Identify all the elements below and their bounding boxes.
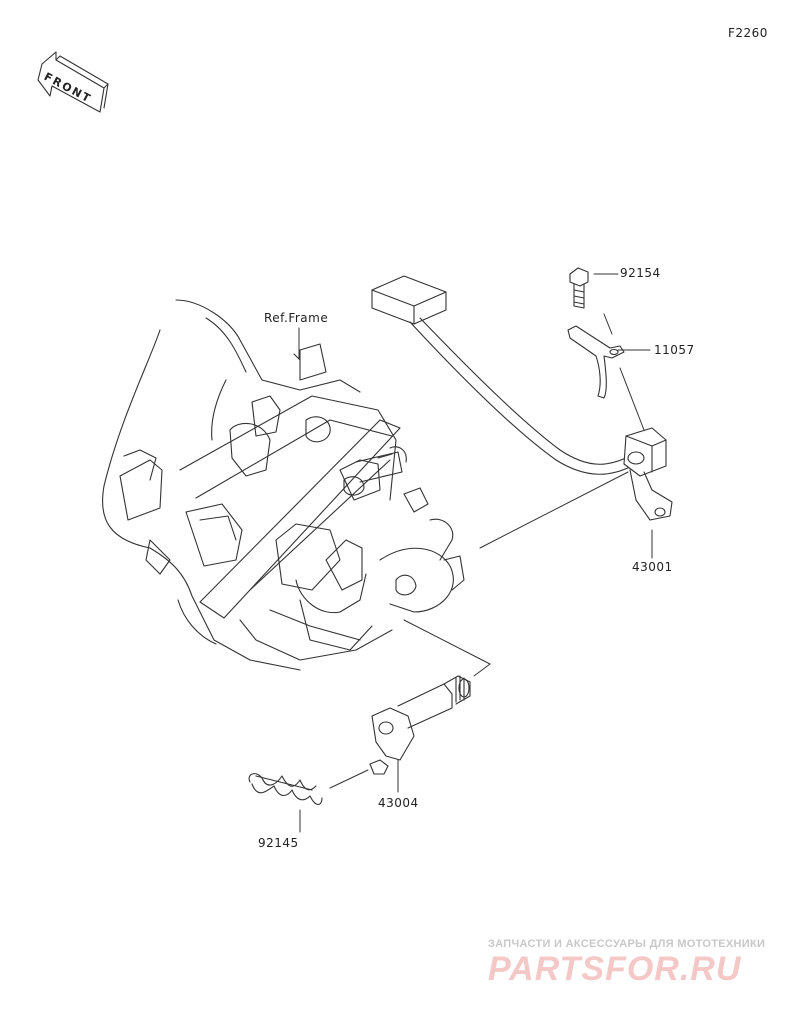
shaft-drawing [369, 675, 471, 775]
part-43004-label: 43004 [378, 796, 419, 810]
brake-pedal-drawing [371, 275, 673, 521]
bracket-drawing [567, 325, 625, 399]
part-92154-label: 92154 [620, 266, 661, 280]
bolt-drawing [569, 267, 589, 309]
watermark-tagline: ЗАПЧАСТИ И АКСЕССУАРЫ ДЛЯ МОТОТЕХНИКИ [488, 938, 766, 950]
part-92145-label: 92145 [258, 836, 299, 850]
spring-drawing [248, 773, 323, 806]
part-43001-label: 43001 [632, 560, 673, 574]
part-11057-label: 11057 [654, 343, 695, 357]
ref-frame-label: Ref.Frame [264, 311, 329, 325]
front-arrow-icon [37, 51, 109, 113]
watermark-logo: PARTSFOR.RU [488, 950, 742, 988]
figure-code: F2260 [728, 26, 768, 40]
frame-drawing [102, 299, 465, 671]
